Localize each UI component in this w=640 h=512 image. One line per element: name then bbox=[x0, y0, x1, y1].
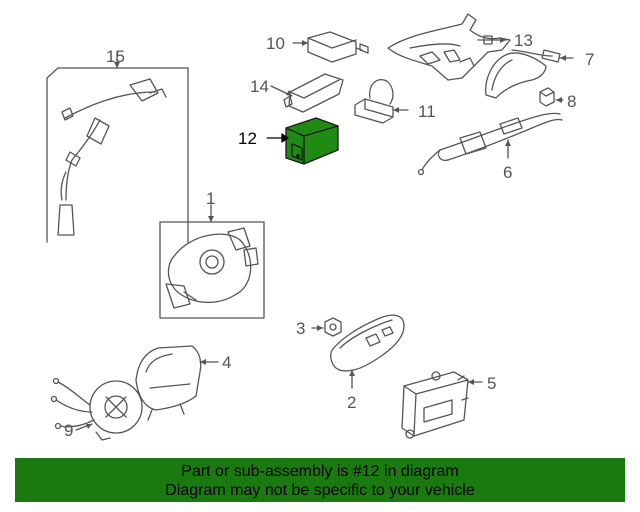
callout-8: 8 bbox=[567, 92, 576, 111]
parts-diagram: 15 1 10 14 11 12 13 7 8 6 3 2 4 5 9 bbox=[46, 13, 594, 441]
part-4-knee-airbag[interactable] bbox=[135, 345, 219, 421]
part-13-bracket[interactable] bbox=[387, 13, 511, 81]
callout-4: 4 bbox=[222, 353, 231, 372]
part-3-nut[interactable] bbox=[311, 317, 342, 337]
callout-2: 2 bbox=[347, 393, 356, 412]
part-11-sensor[interactable] bbox=[354, 79, 409, 124]
callout-labels: 15 1 10 14 11 12 13 7 8 6 3 2 4 5 9 bbox=[64, 31, 594, 440]
callout-6: 6 bbox=[503, 163, 512, 182]
part-8-plug[interactable] bbox=[539, 87, 564, 107]
callout-13: 13 bbox=[514, 31, 533, 50]
part-5-bracket-module[interactable] bbox=[401, 371, 483, 439]
part-1-steering-wheel-airbag[interactable] bbox=[159, 204, 265, 319]
part-9-clock-spring[interactable] bbox=[50, 377, 143, 441]
part-12-sensor-module[interactable] bbox=[266, 117, 339, 165]
banner-line-2: Diagram may not be specific to your vehi… bbox=[165, 482, 475, 499]
callout-10: 10 bbox=[266, 34, 285, 53]
banner-line-1: Part or sub-assembly is #12 in diagram bbox=[181, 463, 459, 480]
callout-3: 3 bbox=[296, 319, 305, 338]
part-2-passenger-airbag[interactable] bbox=[330, 314, 405, 389]
callout-11: 11 bbox=[418, 102, 436, 121]
callout-7: 7 bbox=[585, 50, 594, 69]
callout-15: 15 bbox=[106, 47, 125, 66]
callout-14: 14 bbox=[250, 77, 269, 96]
callout-5: 5 bbox=[487, 374, 496, 393]
part-curtain-trim[interactable] bbox=[485, 52, 547, 99]
callout-1: 1 bbox=[206, 189, 215, 208]
part-10-sensor[interactable] bbox=[292, 31, 369, 63]
callout-12: 12 bbox=[238, 129, 257, 148]
part-7-connector[interactable] bbox=[511, 49, 574, 63]
part-6-curtain-airbag[interactable] bbox=[417, 112, 563, 176]
notice-banner: Part or sub-assembly is #12 in diagram D… bbox=[15, 458, 625, 502]
part-14-sensor[interactable] bbox=[270, 73, 344, 113]
callout-arrows bbox=[86, 37, 566, 429]
part-15-wiring-kit[interactable] bbox=[46, 51, 189, 243]
callout-9: 9 bbox=[64, 421, 73, 440]
